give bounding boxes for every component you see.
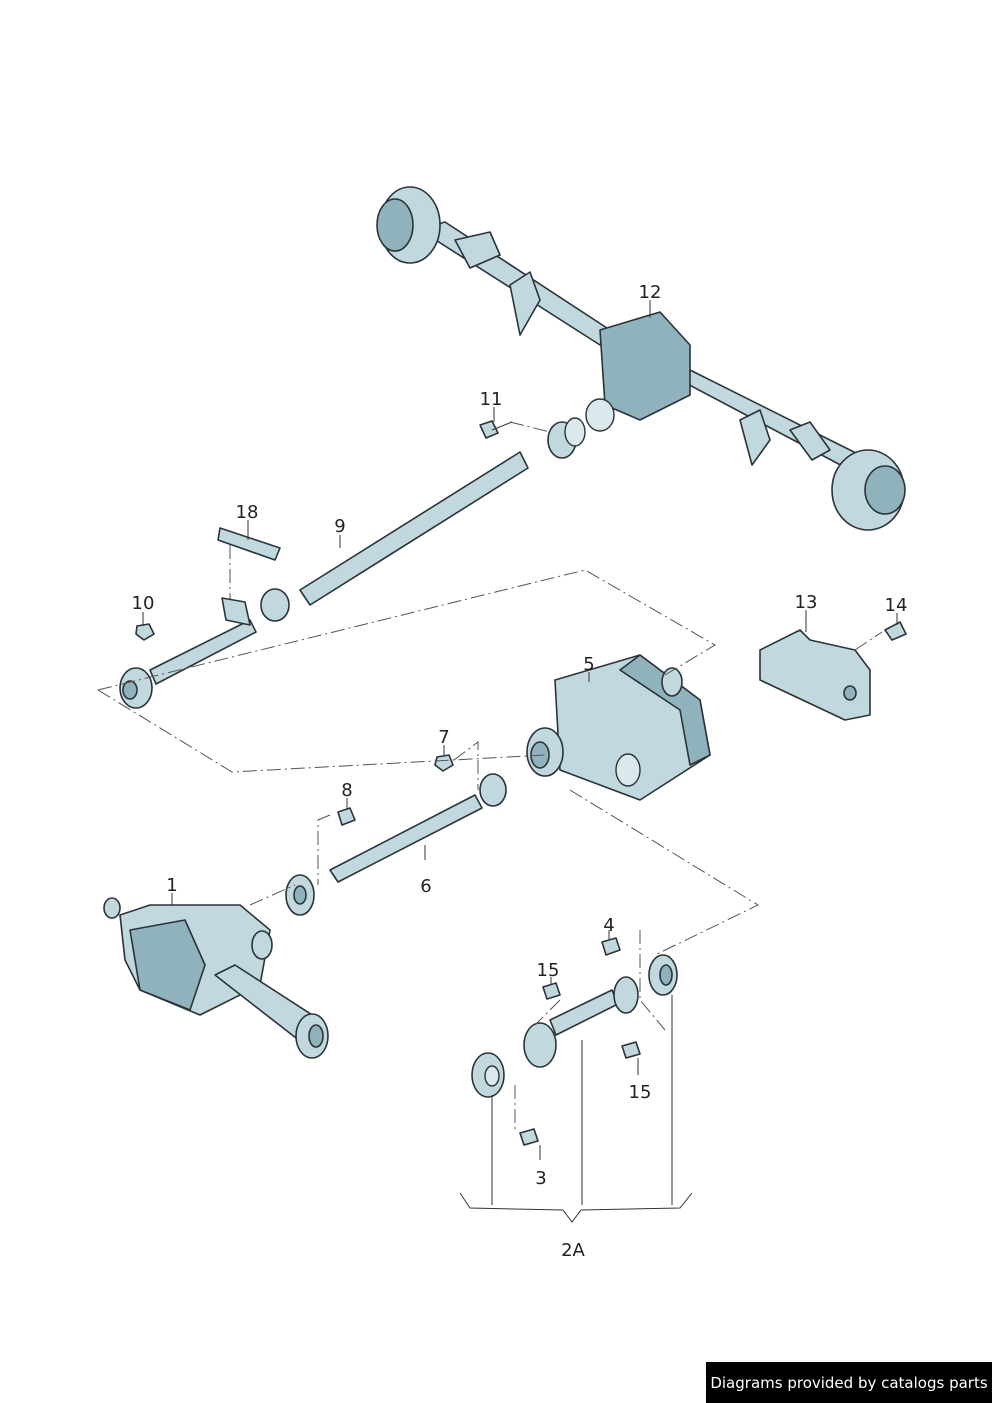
bolt-14-icon xyxy=(884,621,907,641)
nut-10-icon xyxy=(135,623,155,641)
nut-7-icon xyxy=(434,754,454,772)
propeller-shaft xyxy=(119,417,586,709)
callout-14: 14 xyxy=(885,595,908,616)
callout-15-lower: 15 xyxy=(629,1082,652,1103)
heat-shield-bracket xyxy=(759,629,871,721)
credit-banner: Diagrams provided by catalogs parts xyxy=(706,1362,992,1403)
credit-text: Diagrams provided by catalogs parts xyxy=(710,1373,988,1392)
center-bearing-bracket xyxy=(221,597,251,626)
bolt-8-icon xyxy=(337,807,356,826)
rear-axle xyxy=(376,186,906,531)
callout-8: 8 xyxy=(341,780,352,801)
callout-4: 4 xyxy=(603,915,614,936)
connection-lines xyxy=(97,421,883,1130)
callout-5: 5 xyxy=(583,654,594,675)
callout-10: 10 xyxy=(132,593,155,614)
shaft-assembly-2a xyxy=(471,954,678,1098)
callout-9: 9 xyxy=(334,516,345,537)
transfer-case xyxy=(526,654,711,801)
bolt-3-icon xyxy=(519,1128,539,1146)
callout-7: 7 xyxy=(438,727,449,748)
callout-12: 12 xyxy=(639,282,662,303)
callout-18: 18 xyxy=(236,502,259,523)
callout-3: 3 xyxy=(535,1168,546,1189)
front-axle-differential xyxy=(103,897,329,1059)
support-bracket-plate xyxy=(217,527,281,561)
callout-1: 1 xyxy=(166,875,177,896)
callout-labels: 12 11 18 9 10 13 14 5 7 8 6 1 4 15 15 3 … xyxy=(132,282,908,1261)
callout-6: 6 xyxy=(420,876,431,897)
callout-2a: 2A xyxy=(561,1240,585,1261)
bolt-15-lower-icon xyxy=(621,1041,641,1059)
bolt-15-upper-icon xyxy=(542,982,561,1000)
callout-15-upper: 15 xyxy=(537,960,560,981)
front-propeller-shaft xyxy=(285,773,507,916)
leader-lines xyxy=(142,300,898,1223)
bolt-4-icon xyxy=(601,937,621,956)
bolt-11-icon xyxy=(479,420,513,439)
callout-13: 13 xyxy=(795,592,818,613)
callout-11: 11 xyxy=(480,389,503,410)
